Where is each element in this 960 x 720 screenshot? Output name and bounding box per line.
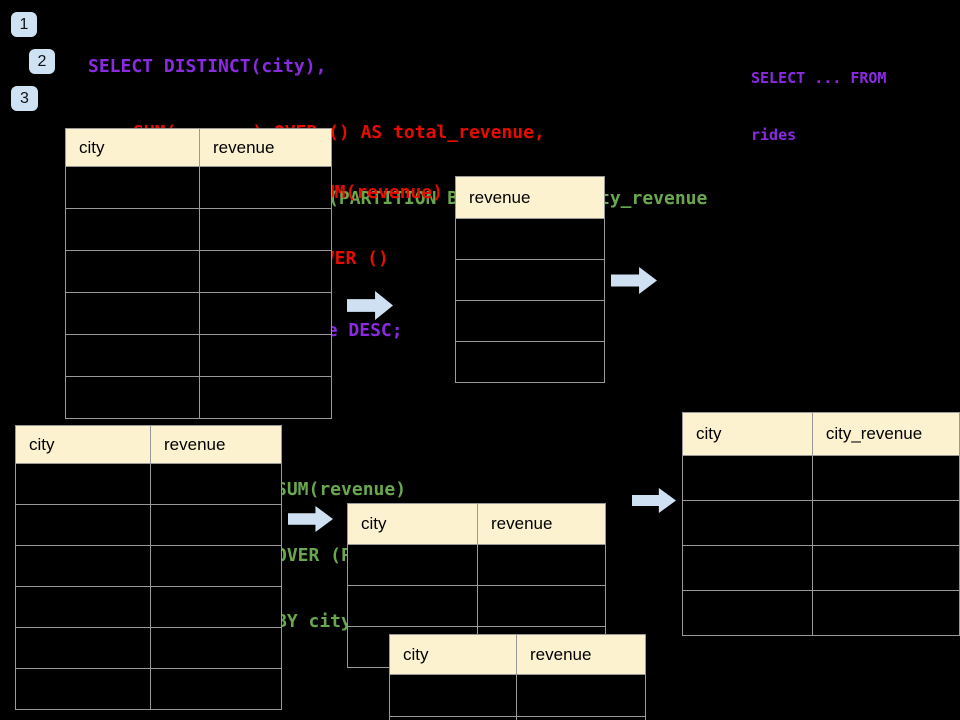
table-row	[65, 292, 332, 335]
table-row	[65, 208, 332, 251]
side-note-line-1: SELECT ... FROM	[751, 69, 887, 87]
table-row	[15, 668, 282, 710]
table-source-full: city revenue	[65, 128, 332, 419]
right-arrow-icon	[632, 488, 676, 513]
table-row	[347, 544, 606, 586]
table-row	[455, 300, 605, 342]
annotation-total-line-1: SUM(revenue)	[313, 182, 444, 203]
table-row	[65, 250, 332, 293]
table-row	[347, 585, 606, 627]
annotation-total-line-2: OVER ()	[313, 248, 389, 269]
table-header-row: city revenue	[65, 128, 332, 167]
table-header-row: city revenue	[389, 634, 646, 675]
table-row	[682, 500, 960, 546]
annotation-total-window: SUM(revenue) OVER ()	[313, 138, 443, 314]
table-row	[389, 716, 646, 720]
column-header-city: city	[389, 634, 517, 675]
table-row	[15, 545, 282, 587]
side-note: SELECT ... FROM rides	[751, 31, 886, 183]
table-header-row: revenue	[455, 176, 605, 219]
table-header-row: city revenue	[347, 503, 606, 545]
column-header-city: city	[15, 425, 151, 464]
column-header-revenue: revenue	[477, 503, 606, 545]
table-row	[682, 545, 960, 591]
table-city-revenue-result: city city_revenue	[682, 412, 960, 636]
table-row	[455, 259, 605, 301]
column-header-revenue: revenue	[516, 634, 646, 675]
table-row	[65, 166, 332, 209]
table-row	[15, 586, 282, 628]
table-row	[389, 674, 646, 717]
table-row	[15, 463, 282, 505]
step-badge-2: 2	[29, 49, 55, 74]
table-row	[15, 627, 282, 669]
table-row	[682, 590, 960, 636]
table-total-result: revenue	[455, 176, 605, 383]
table-row	[455, 341, 605, 383]
annotation-partition-line-1: SUM(revenue)	[276, 479, 407, 500]
sql-line-select: SELECT DISTINCT(city),	[88, 56, 327, 77]
table-header-row: city city_revenue	[682, 412, 960, 456]
table-row	[455, 218, 605, 260]
column-header-revenue: revenue	[455, 176, 605, 219]
table-row	[65, 334, 332, 377]
table-row	[65, 376, 332, 419]
table-row	[682, 455, 960, 501]
table-source-bottom: city revenue	[15, 425, 282, 710]
step-badge-1: 1	[11, 12, 37, 37]
table-row	[15, 504, 282, 546]
column-header-city: city	[347, 503, 478, 545]
table-header-row: city revenue	[15, 425, 282, 464]
column-header-city: city	[65, 128, 200, 167]
table-partition-overlay: city revenue	[389, 634, 646, 720]
column-header-revenue: revenue	[199, 128, 332, 167]
column-header-city: city	[682, 412, 813, 456]
column-header-city-revenue: city_revenue	[811, 412, 960, 456]
side-note-line-2: rides	[751, 126, 797, 144]
step-badge-3: 3	[11, 86, 38, 111]
column-header-revenue: revenue	[150, 425, 282, 464]
